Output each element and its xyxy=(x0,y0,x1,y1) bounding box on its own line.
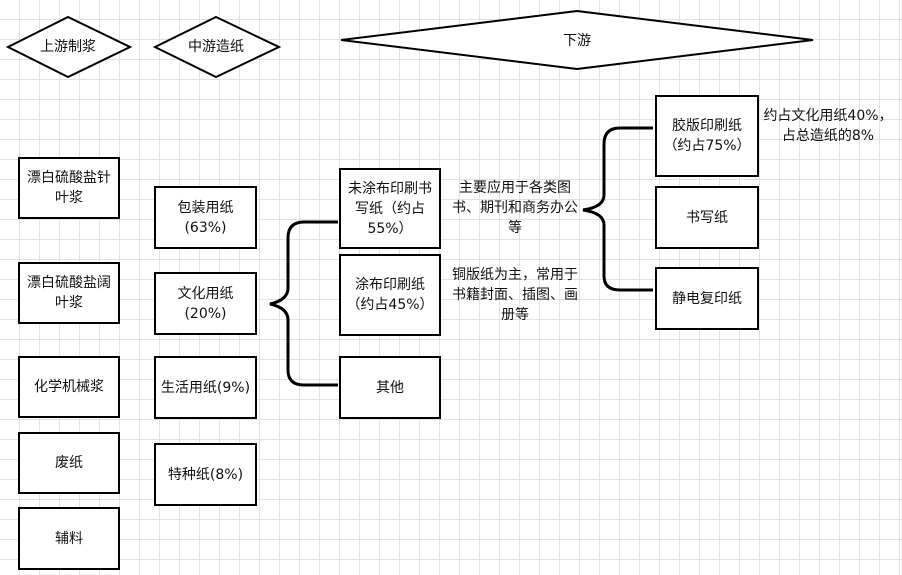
uncoated-child-label: 胶版印刷纸（约占75%） xyxy=(663,118,751,154)
midstream-item-label: 文化用纸(20%) xyxy=(177,285,234,322)
coated-printing-paper: 涂布印刷纸（约占45%） xyxy=(339,254,441,336)
midstream-header-shape xyxy=(152,15,282,79)
downstream-header-shape xyxy=(340,9,814,71)
upstream-chemi-mechanical-pulp: 化学机械浆 xyxy=(18,356,120,418)
other-culture-paper: 其他 xyxy=(339,356,441,419)
downstream-header: 下游 xyxy=(563,33,591,49)
uncoated-paper-brace xyxy=(582,126,653,292)
upstream-header-shape xyxy=(5,15,133,79)
midstream-packaging-paper: 包装用纸(63%) xyxy=(154,186,257,249)
writing-paper: 书写纸 xyxy=(655,186,759,249)
uncoated-child-label: 静电复印纸 xyxy=(672,290,742,307)
midstream-item-label: 特种纸(8%) xyxy=(167,466,244,483)
upstream-item-label: 漂白硫酸盐针叶浆 xyxy=(27,170,111,206)
upstream-item-label: 漂白硫酸盐阔叶浆 xyxy=(27,275,111,311)
offset-paper-share-note: 约占文化用纸40%，占总造纸的8% xyxy=(763,108,893,144)
uncoated-child-label: 书写纸 xyxy=(686,209,728,226)
upstream-header: 上游制浆 xyxy=(40,39,96,55)
upstream-waste-paper: 废纸 xyxy=(18,432,120,494)
coated-paper-note: 铜版纸为主，常用于书籍封面、插图、画册等 xyxy=(452,267,578,323)
upstream-auxiliary-materials: 辅料 xyxy=(18,507,120,570)
culture-child-label: 其他 xyxy=(376,379,404,396)
uncoated-paper-note: 主要应用于各类图书、期刊和商务办公等 xyxy=(452,180,578,236)
xerographic-copy-paper: 静电复印纸 xyxy=(655,267,759,330)
upstream-hardwood-kraft-pulp: 漂白硫酸盐阔叶浆 xyxy=(18,262,120,324)
upstream-softwood-kraft-pulp: 漂白硫酸盐针叶浆 xyxy=(18,157,120,219)
uncoated-printing-paper: 未涂布印刷书写纸（约占55%） xyxy=(339,168,441,249)
upstream-item-label: 辅料 xyxy=(55,530,83,547)
midstream-household-paper: 生活用纸(9%) xyxy=(154,356,257,419)
midstream-item-label: 包装用纸(63%) xyxy=(177,199,234,236)
offset-printing-paper: 胶版印刷纸（约占75%） xyxy=(655,95,759,177)
culture-child-label: 涂布印刷纸（约占45%） xyxy=(346,277,434,313)
midstream-specialty-paper: 特种纸(8%) xyxy=(154,443,257,506)
midstream-culture-paper: 文化用纸(20%) xyxy=(154,272,257,335)
midstream-header: 中游造纸 xyxy=(188,39,244,55)
culture-child-label: 未涂布印刷书写纸（约占55%） xyxy=(348,180,432,237)
upstream-item-label: 废纸 xyxy=(55,455,83,471)
culture-paper-brace xyxy=(269,220,338,387)
upstream-item-label: 化学机械浆 xyxy=(34,379,104,395)
midstream-item-label: 生活用纸(9%) xyxy=(160,379,251,396)
